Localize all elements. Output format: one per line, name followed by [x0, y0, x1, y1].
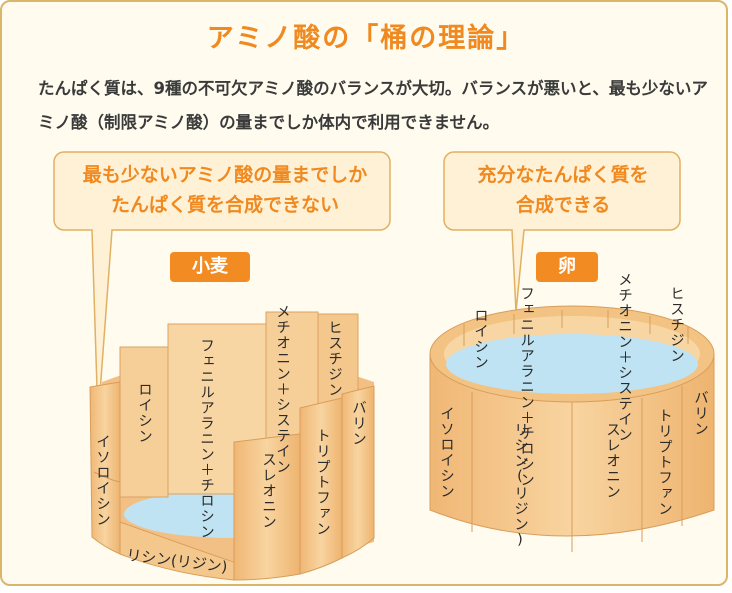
wheat-barrel: [89, 311, 375, 581]
egg-stave-phenylalanine-tyrosine: フェニルアラニン＋チロシン: [518, 286, 534, 488]
bubble-text-left: 最も少ないアミノ酸の量までしか たんぱく質を合成できない: [60, 160, 390, 220]
lead-paragraph: たんぱく質は、9種の不可欠アミノ酸のバランスが大切。バランスが悪いと、最も少ない…: [38, 79, 708, 132]
egg-barrel: [429, 305, 715, 552]
page-title: アミノ酸の「桶の理論」: [206, 23, 526, 54]
wheat-label: 小麦: [170, 252, 250, 282]
wheat-stave-valine: バリン: [350, 400, 366, 447]
egg-stave-tryptophan: トリプトファン: [656, 408, 672, 517]
speech-bubble-right: [443, 151, 681, 313]
bubble-text-right: 充分なたんぱく質を 合成できる: [448, 160, 678, 220]
egg-stave-leucine: ロイシン: [472, 308, 488, 370]
barrels-illustration: [53, 151, 715, 581]
bubble-left-text: 最も少ないアミノ酸の量までしか たんぱく質を合成できない: [82, 164, 368, 216]
wheat-stave-histidine: ヒスチジン: [326, 320, 342, 398]
wheat-stave-methionine-cysteine: メチオニン＋システイン: [274, 304, 290, 475]
wheat-stave-leucine: ロイシン: [136, 382, 152, 444]
egg-stave-methionine-cysteine: メチオニン＋システイン: [616, 272, 632, 443]
egg-stave-threonine: スレオニン: [604, 422, 620, 500]
wheat-stave-threonine: スレオニン: [260, 452, 276, 530]
egg-stave-isoleucine: イソロイシン: [438, 406, 454, 499]
speech-bubble-left: [53, 151, 391, 421]
egg-stave-valine: バリン: [692, 390, 708, 437]
egg-stave-histidine: ヒスチジン: [668, 286, 684, 364]
egg-stave-lysine: リシン(リジン): [512, 422, 528, 549]
bubble-right-text: 充分なたんぱく質を 合成できる: [477, 164, 649, 216]
egg-label: 卵: [536, 252, 598, 282]
wheat-stave-phenylalanine-tyrosine: フェニルアラニン＋チロシン: [198, 338, 214, 540]
wheat-stave-tryptophan: トリプトファン: [314, 428, 330, 537]
wheat-stave-isoleucine: イソロイシン: [94, 434, 110, 527]
